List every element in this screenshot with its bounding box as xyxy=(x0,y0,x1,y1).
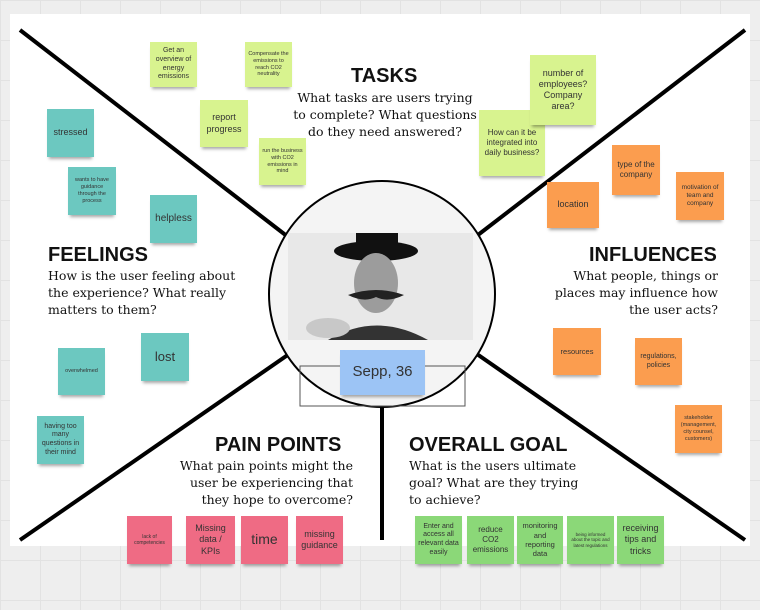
sticky-note[interactable]: being informed about the topic and lates… xyxy=(567,516,614,564)
sticky-note[interactable]: stakeholder (management, city counsel, c… xyxy=(675,405,722,453)
tasks-title: TASKS xyxy=(351,65,418,87)
sticky-note[interactable]: stressed xyxy=(47,109,94,157)
influences-question: What people, things or places may influe… xyxy=(554,268,718,317)
sticky-note[interactable]: regulations, policies xyxy=(635,338,682,385)
sticky-note[interactable]: lack of competencies xyxy=(127,516,172,564)
sticky-note[interactable]: Compensate the emissions to reach CO2 ne… xyxy=(245,42,292,87)
sticky-note[interactable]: resources xyxy=(553,328,601,375)
overall-goal-title: OVERALL GOAL xyxy=(409,434,568,456)
sticky-note[interactable]: location xyxy=(547,182,599,228)
persona-photo xyxy=(288,233,473,340)
sticky-note[interactable]: run the business with CO2 emissions in m… xyxy=(259,138,306,185)
sticky-note[interactable]: reduce CO2 emissions xyxy=(467,516,514,564)
sticky-note[interactable]: How can it be integrated into daily busi… xyxy=(479,110,545,176)
pain-points-title: PAIN POINTS xyxy=(215,434,342,456)
sticky-note[interactable]: report progress xyxy=(200,100,248,147)
sticky-note[interactable]: Missing data / KPIs xyxy=(186,516,235,564)
sticky-note[interactable]: lost xyxy=(141,333,189,381)
tasks-question: What tasks are users trying to complete?… xyxy=(293,90,477,139)
sticky-note[interactable]: time xyxy=(241,516,288,564)
sticky-note[interactable]: having too many questions in their mind xyxy=(37,416,84,464)
pain-points-question: What pain points might the user be exper… xyxy=(179,458,353,507)
sticky-note[interactable]: number of employees? Company area? xyxy=(530,55,596,125)
sticky-note[interactable]: receiving tips and tricks xyxy=(617,516,664,564)
persona-name-note[interactable]: Sepp, 36 xyxy=(340,350,425,395)
sticky-note[interactable]: monitoring and reporting data xyxy=(517,516,563,564)
sticky-note[interactable]: overwhelmed xyxy=(58,348,105,395)
sticky-note[interactable]: wants to have guidance through the proce… xyxy=(68,167,116,215)
sticky-note[interactable]: missing guidance xyxy=(296,516,343,564)
sticky-note[interactable]: Get an overview of energy emissions xyxy=(150,42,197,87)
sticky-note[interactable]: motivation of team and company xyxy=(676,172,724,220)
sticky-note[interactable]: Enter and access all relevant data easil… xyxy=(415,516,462,564)
sticky-note[interactable]: helpless xyxy=(150,195,197,243)
feelings-question: How is the user feeling about the experi… xyxy=(48,268,236,317)
overall-goal-question: What is the users ultimate goal? What ar… xyxy=(409,458,579,507)
feelings-title: FEELINGS xyxy=(48,244,149,266)
influences-title: INFLUENCES xyxy=(589,244,717,266)
sticky-note[interactable]: type of the company xyxy=(612,145,660,195)
